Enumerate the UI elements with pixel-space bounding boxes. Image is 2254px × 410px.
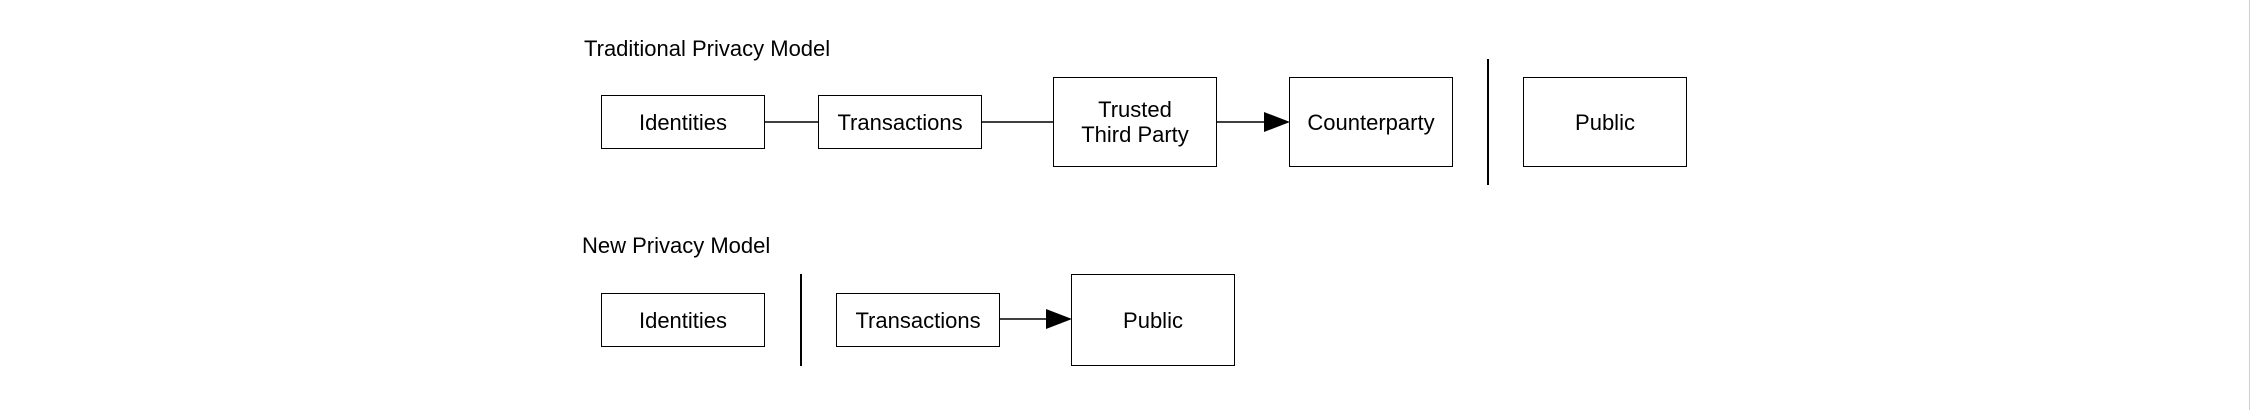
arrowhead — [1264, 112, 1290, 132]
traditional-model-title: Traditional Privacy Model — [584, 36, 831, 61]
counterparty-box: Counterparty — [1289, 77, 1453, 167]
privacy-divider — [800, 274, 802, 366]
transactions-box: Transactions — [818, 95, 982, 149]
new-model-title: New Privacy Model — [582, 233, 771, 258]
arrowhead — [1046, 309, 1072, 329]
identities-box: Identities — [601, 293, 765, 347]
identities-box: Identities — [601, 95, 765, 149]
public-box: Public — [1071, 274, 1235, 366]
privacy-divider — [1487, 59, 1489, 185]
public-box: Public — [1523, 77, 1687, 167]
page-edge-line — [2249, 0, 2250, 410]
transactions-box: Transactions — [836, 293, 1000, 347]
trusted-third-party-box: Trusted Third Party — [1053, 77, 1217, 167]
